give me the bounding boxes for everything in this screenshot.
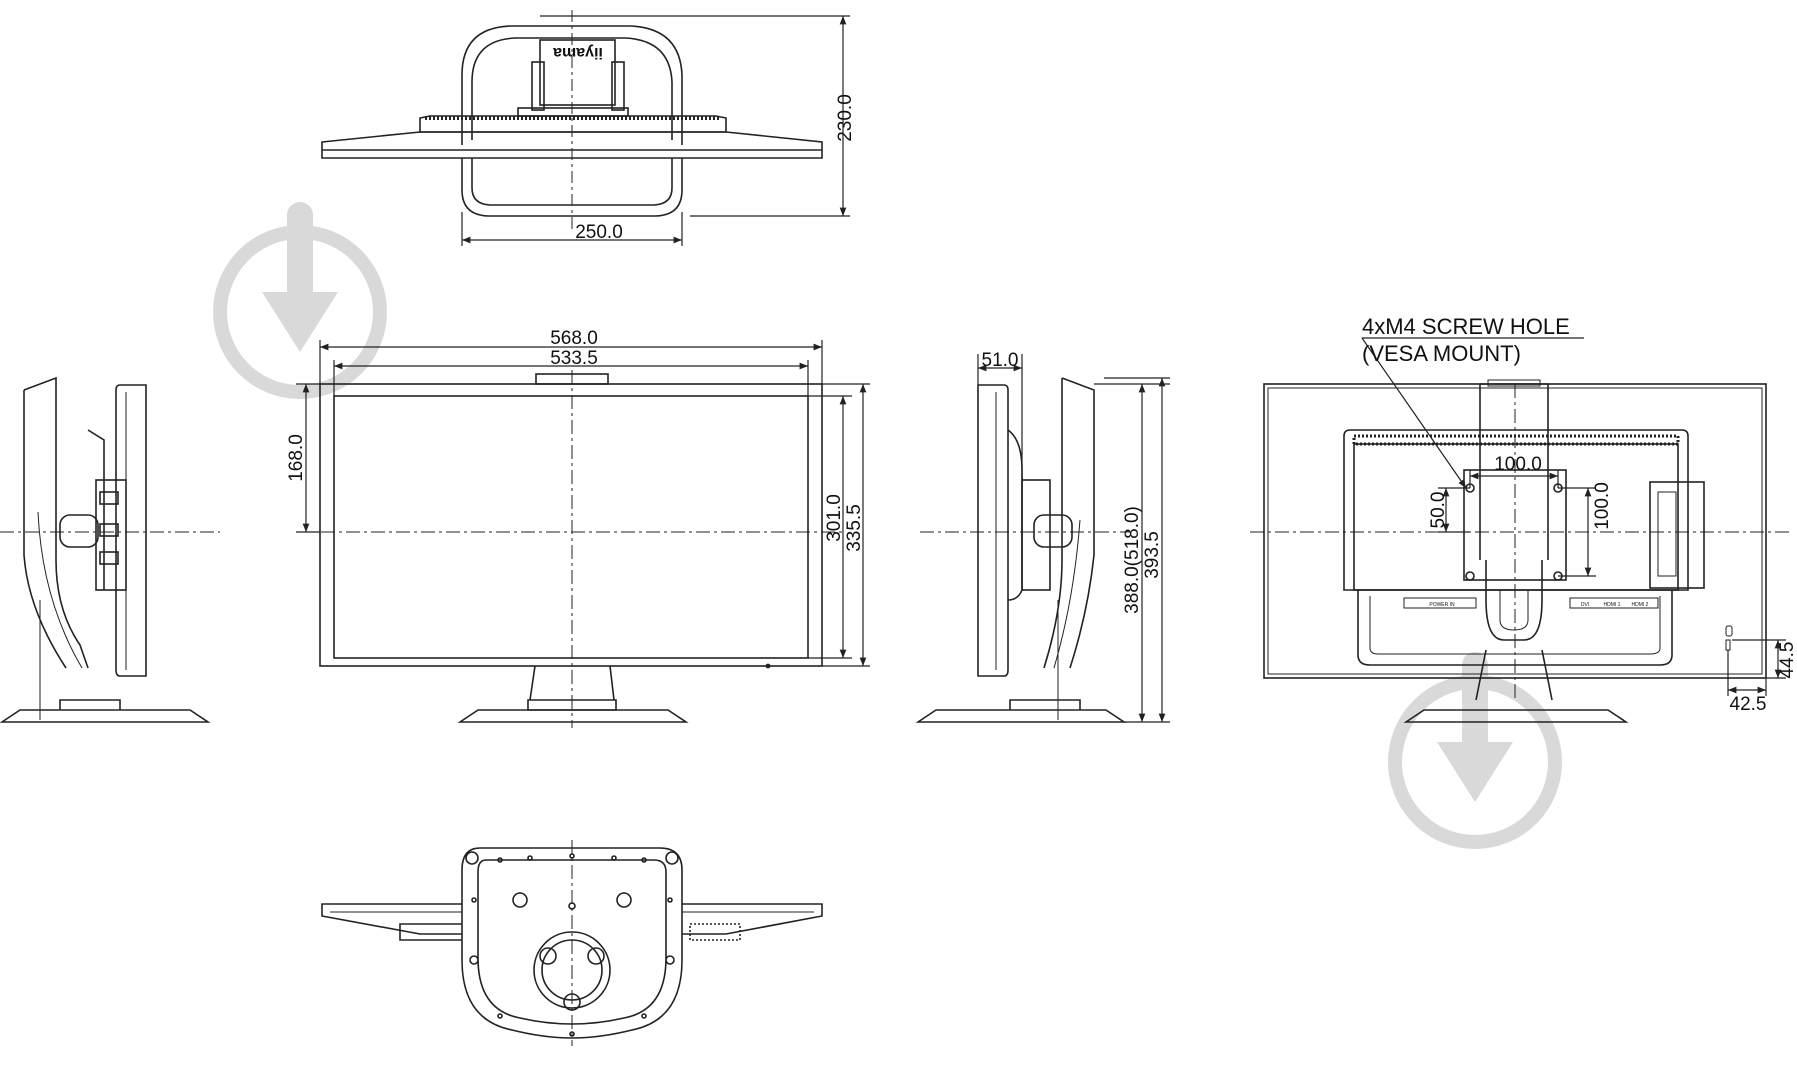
front-width-dimensions [319,340,823,396]
side-height-dimensions [1094,377,1170,723]
vesa-note-leader [1361,337,1584,489]
download-arrow-circle-icon [213,202,387,399]
top-view [321,10,823,232]
front-outer-width-label: 568.0 [550,328,598,349]
side-height-range-label: 388.0(518.0) [1122,506,1143,614]
brand-logo: iiyama [553,44,603,61]
vesa-height-label: 100.0 [1592,482,1613,530]
lock-offset-dimension [1727,650,1767,696]
front-height-dimensions [808,383,870,667]
download-arrow-circle-icon [1388,652,1562,849]
rear-hdmi1-port-label: HDMI 1 [1604,602,1621,608]
front-top-to-center-dimension [296,383,320,533]
lock-height-label: 44.5 [1777,642,1797,679]
vesa-height-dimension [1558,487,1596,577]
top-depth-dimension [540,15,850,217]
rear-view [1250,379,1790,723]
left-side-view [0,376,220,723]
front-top-to-center-label: 168.0 [286,434,307,482]
front-outer-height-label: 335.5 [844,504,865,552]
front-view [296,370,842,728]
side-max-height-label: 393.5 [1142,531,1163,579]
vesa-half-height-label: 50.0 [1428,492,1449,529]
top-width-label: 250.0 [575,222,623,243]
lock-height-dimension [1732,639,1786,679]
side-depth-label: 51.0 [982,350,1019,371]
front-screen-width-label: 533.5 [550,348,598,369]
lock-offset-label: 42.5 [1730,694,1767,715]
top-width-dimension [461,212,683,246]
right-side-view [915,377,1130,723]
vesa-width-dimension [1469,470,1559,488]
front-screen-height-label: 301.0 [824,494,845,542]
vesa-half-height-dimension [1438,487,1470,533]
vesa-width-label: 100.0 [1494,454,1542,475]
rear-dvi-port-label: DVI [1581,602,1589,608]
bottom-view [321,840,823,1046]
vesa-note-line1: 4xM4 SCREW HOLE [1362,314,1570,339]
side-depth-dimension [977,354,1023,480]
vesa-note-line2: (VESA MOUNT) [1362,341,1521,366]
rear-power-port-label: POWER IN [1429,602,1455,608]
rear-hdmi2-port-label: HDMI 2 [1632,602,1649,608]
top-depth-label: 230.0 [835,94,856,142]
